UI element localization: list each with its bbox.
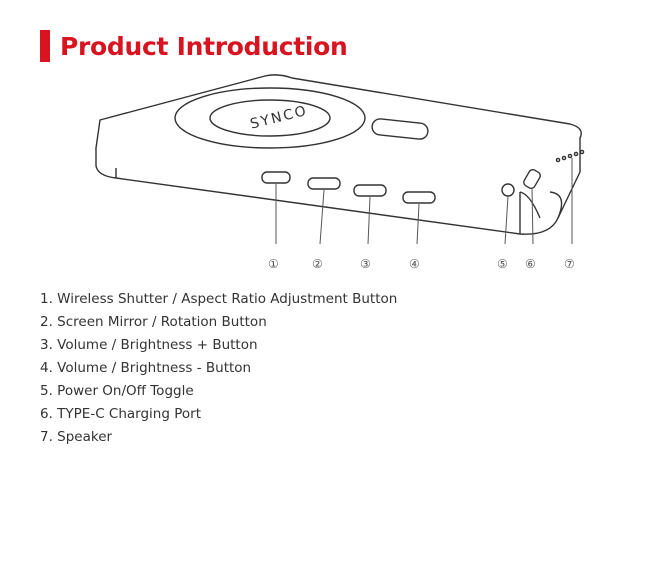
button-3 [353,184,387,197]
accent-bar [40,30,50,62]
feature-item: 4. Volume / Brightness - Button [40,360,252,376]
device-side-edge [95,138,581,235]
callout-3: ③ [360,257,371,271]
page-title: Product Introduction [60,31,348,61]
callout-2: ② [312,257,323,271]
feature-item: 3. Volume / Brightness + Button [40,337,258,353]
feature-item: 6. TYPE-C Charging Port [40,406,201,422]
top-pill [371,118,429,140]
callout-6: ⑥ [525,257,536,271]
feature-item: 5. Power On/Off Toggle [40,383,194,399]
callout-4: ④ [409,257,420,271]
button-1 [261,171,291,184]
speaker-holes [555,149,585,163]
type-c-port [523,168,541,190]
section-header: Product Introduction [40,30,348,62]
product-diagram: SYNCO ① ② ③ ④ ⑤ ⑥ ⑦ [80,68,600,278]
button-2 [307,177,341,190]
feature-item: 1. Wireless Shutter / Aspect Ratio Adjus… [40,291,398,307]
callout-5: ⑤ [497,257,508,271]
feature-item: 2. Screen Mirror / Rotation Button [40,314,267,330]
magnetic-ring [174,87,366,149]
button-4 [402,191,436,204]
callout-1: ① [268,257,279,271]
feature-list: 1. Wireless Shutter / Aspect Ratio Adjus… [40,288,397,449]
feature-item: 7. Speaker [40,429,113,445]
callout-7: ⑦ [564,257,575,271]
